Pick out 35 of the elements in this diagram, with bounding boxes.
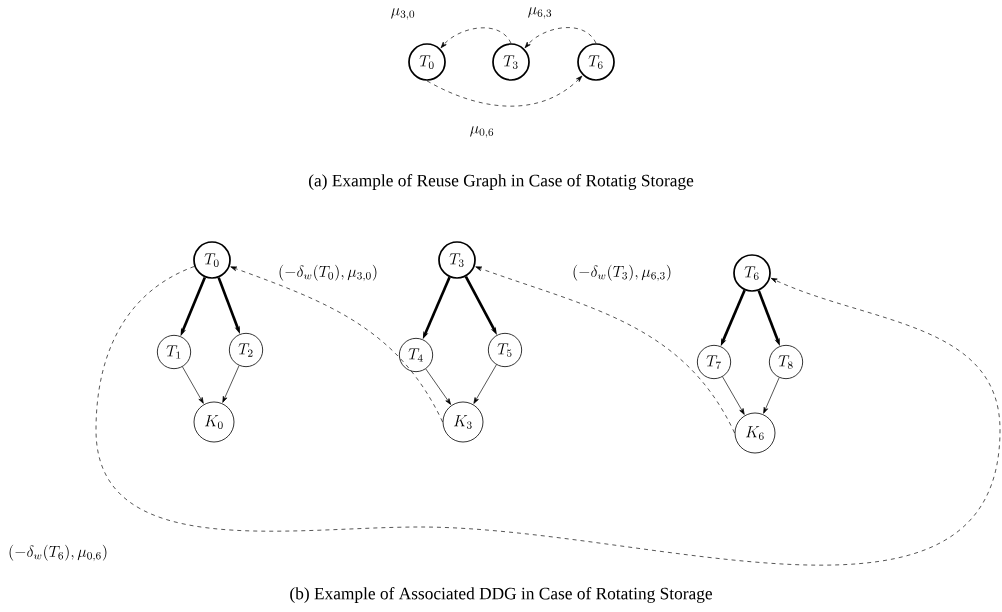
graph-node: $T_5$ [487,332,523,368]
arrow [425,368,452,405]
graph-node: $T_7$ [696,344,732,380]
graph-node: $T_3$ [438,241,476,279]
graph-node: $T_0$ [193,241,231,279]
graph-node: $T_6$ [733,254,771,292]
edge-label: $(-\delta_w(T_3),\mu_{6,3})$ [570,263,674,283]
arrow [722,376,745,415]
graph-node: $T_8$ [768,344,804,380]
graph-node: $K_3$ [442,401,484,443]
caption: (b) Example of Associated DDG in Case of Rotating Storage [290,587,712,603]
edge-label: $\mu_{6,3}$ [526,6,554,20]
edge-label: $(-\delta_w(T_6),\mu_{0,6})$ [6,543,110,563]
arrow [473,364,497,404]
graph-node: $T_2$ [228,332,264,368]
arrow [182,366,204,404]
dashed-arrow [95,266,1001,565]
dashed-arrow [426,75,583,107]
graph-node: $T_3$ [492,43,530,81]
graph-node: $K_0$ [193,401,235,443]
dashed-arrow [475,266,735,434]
graph-node: $T_6$ [577,43,615,81]
edge-label: $\mu_{3,0}$ [389,7,417,21]
graph-node: $K_6$ [734,412,776,454]
arrow [222,365,240,403]
arrow [763,377,780,414]
caption: (a) Example of Reuse Graph in Case of Rotatig Storage [309,174,694,190]
dashed-arrow [440,27,512,49]
graph-node: $T_1$ [156,334,192,370]
graph-node: $T_4$ [398,337,434,373]
edge-label: $(-\delta_w(T_0),\mu_{3,0})$ [276,263,380,283]
graph-node: $T_0$ [408,43,446,81]
dashed-arrow [524,27,597,49]
dashed-arrow [230,266,443,423]
edge-label: $\mu_{0,6}$ [468,125,496,139]
